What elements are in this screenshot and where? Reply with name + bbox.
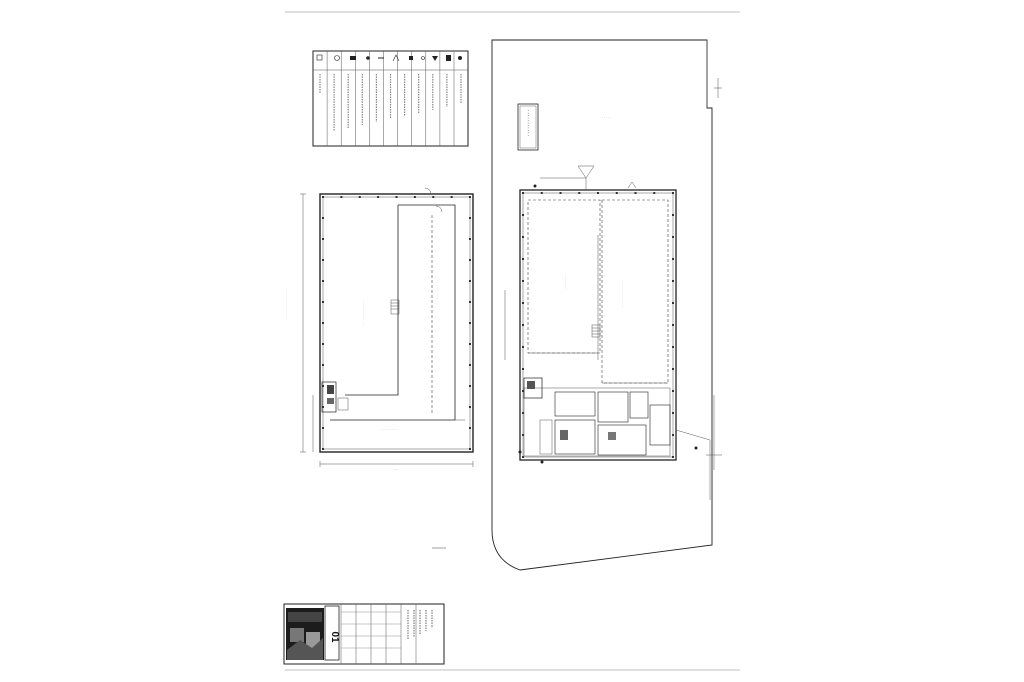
- left-plan-labels: · · · · · · · · · · · · · · · · · · · · …: [362, 285, 440, 326]
- site-photo-thumbnail: [286, 608, 324, 660]
- svg-text:· · · · · · · · · · ·: · · · · · · · · · · ·: [526, 110, 530, 136]
- svg-text:· · · · · · · ·: · · · · · · · ·: [436, 285, 440, 299]
- sheet-number: 01: [329, 631, 340, 643]
- svg-text:· · · · · · · · · · · · · ·: · · · · · · · · · · · · · ·: [362, 300, 366, 326]
- title-block: 01: [283, 603, 445, 665]
- svg-text:· · · · · · · · · · · · · · ·: · · · · · · · · · · · · · · ·: [285, 290, 289, 318]
- office-block: [523, 377, 671, 457]
- site-plan-labels: · · · · · · · · · · · · · · · · · · · · …: [564, 275, 625, 308]
- svg-text:· · · · · ·: · · · · · ·: [600, 115, 611, 119]
- left-stair: [390, 299, 400, 315]
- site-plan: · · · · · · · · · · · · · · · · · · · · …: [491, 39, 722, 571]
- svg-text:· · · · · · · · · ·: · · · · · · · · · ·: [380, 427, 398, 431]
- svg-text:· · · · · · · ·: · · · · · · · ·: [564, 275, 568, 289]
- site-note-box: · · · · · · · · · · ·: [517, 103, 539, 151]
- left-floor-plan: · · · · · · · · · · · · · · · · · · · · …: [285, 187, 474, 549]
- svg-text:·····: ·····: [393, 467, 398, 471]
- legend-table: [312, 50, 469, 147]
- sheet-border: [285, 11, 740, 671]
- svg-text:· · · · · · · · · · · · · · ·: · · · · · · · · · · · · · · ·: [621, 280, 625, 308]
- legend-symbols: [316, 54, 462, 62]
